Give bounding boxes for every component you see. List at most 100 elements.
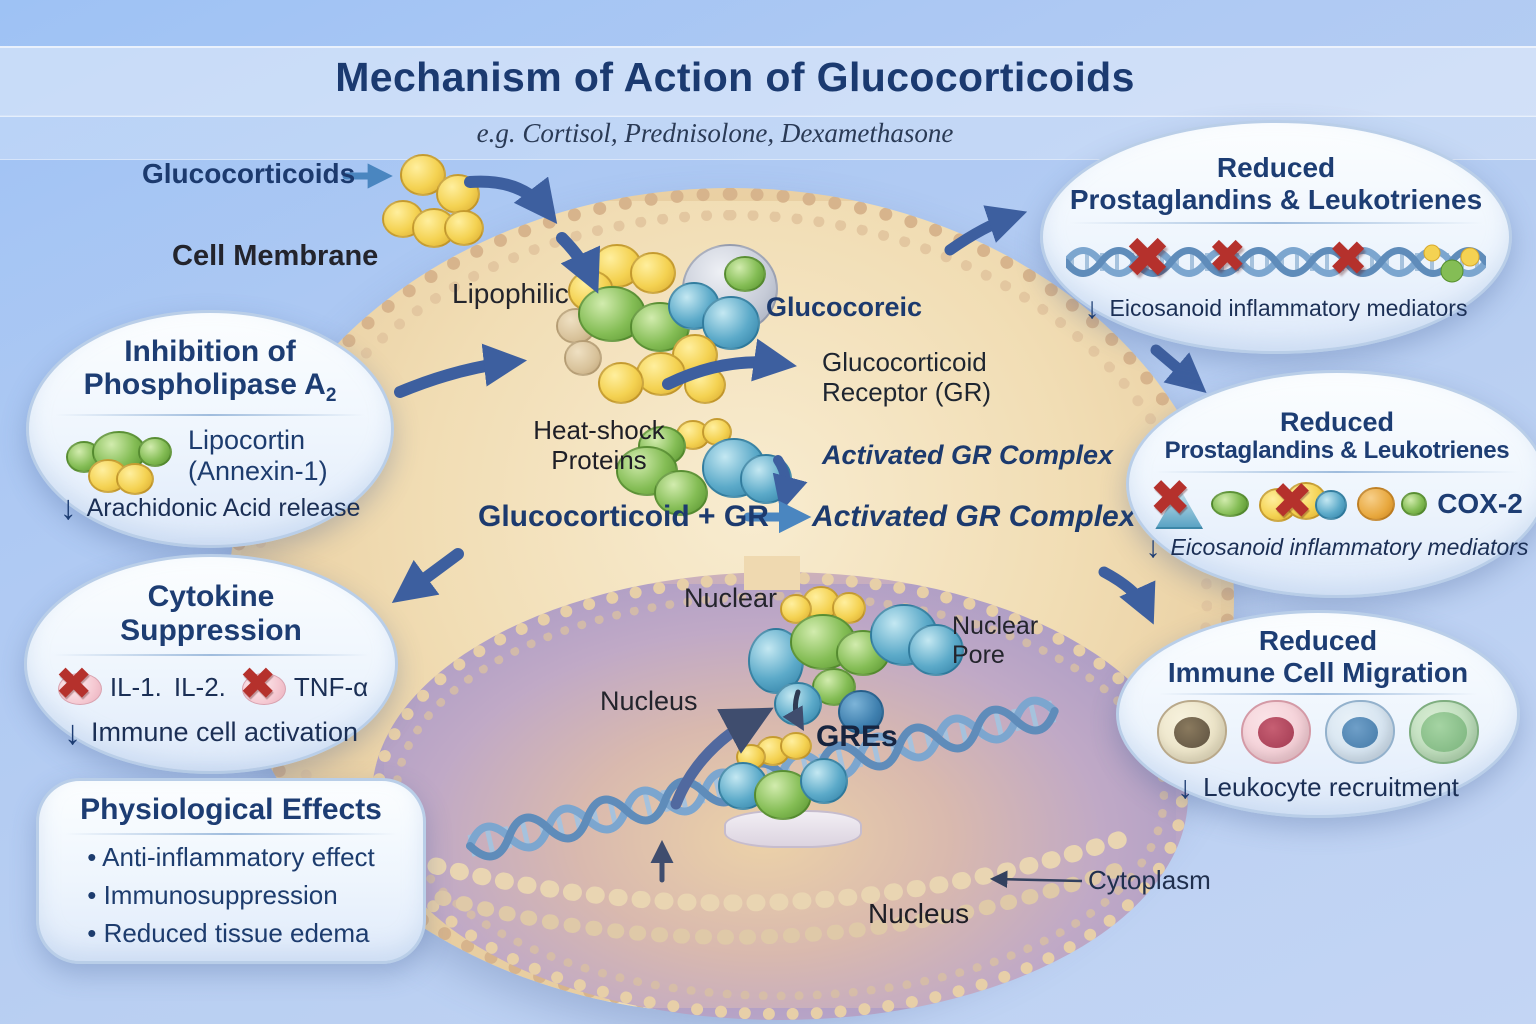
cross-glyph: ✖ [54,657,93,711]
red-cross-icon: ✖ [1208,229,1247,284]
blob [780,732,812,760]
blob [444,210,484,246]
label-cell-membrane: Cell Membrane [172,240,379,272]
blob [1401,492,1428,517]
diagram-title: Mechanism of Action of Glucocorticoids [335,54,1135,100]
label-nucleus-bottom: Nucleus [868,898,970,929]
blob [800,758,848,804]
blob [724,256,766,292]
effect-item: Immunosuppression [87,880,338,911]
divider [53,654,369,657]
label-equation-right: Activated GR Complex [812,500,1136,533]
blob [684,366,726,404]
down-arrow-icon: ↓ [59,488,77,527]
leukocyte-icon [1157,700,1227,765]
gr-complex-at-nuclear-pore-illustration [748,586,964,736]
immune-activation-label: Immune cell activation [90,717,359,748]
callout-title-line2: Prostaglandins & Leukotrienes [1069,183,1483,215]
dna-strand [1066,244,1486,283]
callout-title: Physiological Effects [80,792,382,826]
label-nuclear-pore: Nuclear Pore [952,612,1039,669]
cytokine-blob [57,673,102,706]
leukocyte-icon [1409,700,1479,765]
down-arrow-icon: ↓ [1177,769,1194,806]
callout-title-line2: Prostaglandins & Leukotrienes [1164,437,1510,465]
label-activated-gr-complex: Activated GR Complex [822,440,1114,470]
blob [774,682,822,726]
callout-cytokine-suppression: Cytokine Suppression ✖ IL-1. IL-2. ✖ TNF… [24,554,398,774]
cox2-label: COX-2 [1437,488,1523,520]
blob [630,252,676,294]
leukocyte-icon [1325,700,1395,765]
label-gres: GREs [816,720,898,753]
blob [636,352,686,396]
callout-title-line2: Immune Cell Migration [1167,656,1469,688]
callout-inhibition-phospholipase: Inhibition of Phospholipase A2 Lipocorti… [26,310,394,548]
crossed-complex-icon: ✖ [1255,476,1351,528]
callout-reduced-prostaglandins-1: Reduced Prostaglandins & Leukotrienes ✖ … [1040,120,1512,354]
blob [116,462,154,495]
effect-item: Reduced tissue edema [87,918,370,949]
down-arrow-icon: ↓ [1145,531,1161,565]
callout-reduced-prostaglandins-2: Reduced Prostaglandins & Leukotrienes ✖ … [1126,370,1536,598]
crossed-dna-icon: ✖ ✖ ✖ [1066,231,1486,293]
red-cross-icon: ✖ [1271,472,1314,531]
blob [740,454,792,504]
label-glucocorticoids: Glucocorticoids [142,158,356,189]
divider [1155,471,1519,474]
divider [1159,693,1477,696]
arachidonic-label: Arachidonic Acid release [86,493,361,522]
callout-title: Inhibition of Phospholipase A2 [60,335,360,407]
callout-title: Cytokine Suppression [120,579,302,647]
divider [65,833,397,836]
blob [1211,491,1250,518]
blob [1315,490,1348,521]
gr-hsp-complex-illustration [556,244,781,419]
label-heat-shock-proteins: Heat-shock Proteins [533,415,665,475]
down-arrow-icon: ↓ [63,713,81,752]
callout-title-line1: Reduced [1258,624,1378,656]
label-equation-left: Glucocorticoid + GR [478,500,769,533]
label-nuclear: Nuclear [684,583,778,613]
effects-list: Anti-inflammatory effect Immunosuppressi… [87,842,375,949]
cytokine-blob [241,673,286,706]
leukocyte-icon [1241,700,1311,765]
cytokine-il1: IL-1. [109,671,162,702]
red-cross-icon: ✖ [54,661,104,709]
callout-title-line1: Reduced [1216,151,1336,183]
down-arrow-icon: ↓ [1084,292,1100,326]
eicosanoid-label: Eicosanoid inflammatory mediators [1109,295,1468,322]
blob [1357,487,1396,522]
blob [138,436,172,467]
divider [55,413,365,416]
cross-glyph: ✖ [238,657,277,711]
blob [654,470,708,516]
label-nucleus: Nucleus [600,686,698,716]
blob [564,340,602,376]
callout-title-text: Inhibition of Phospholipase A [83,334,326,402]
blob [908,624,964,676]
callout-reduced-immune-migration: Reduced Immune Cell Migration ↓ Leukocyt… [1116,610,1520,818]
nuclear-membrane-gap [744,556,800,590]
cytokine-tnf: TNF-α [293,671,369,702]
divider [1069,222,1483,225]
glucocorticoid-molecules-illustration [382,152,492,252]
arrow-to-right-box-2 [1150,344,1207,393]
title-band [0,46,1536,117]
red-cross-icon: ✖ [1328,231,1369,288]
lipocortin-label: Lipocortin (Annexin-1) [188,424,328,486]
red-cross-icon: ✖ [1124,226,1171,292]
effect-item: Anti-inflammatory effect [87,842,375,873]
callout-title-subscript: 2 [325,385,337,407]
callout-title-line1: Reduced [1279,406,1395,437]
label-glucocoreic: Glucocoreic [766,292,923,322]
callout-physiological-effects: Physiological Effects Anti-inflammatory … [36,778,426,964]
diagram-subtitle: e.g. Cortisol, Prednisolone, Dexamethaso… [476,118,954,148]
crossed-enzyme-icon: ✖ [1149,473,1205,530]
lipocortin-icon [66,425,178,495]
leukocyte-recruitment-label: Leukocyte recruitment [1203,772,1459,803]
cytokine-il2: IL-2. [173,671,226,702]
red-cross-icon: ✖ [1149,469,1192,528]
label-gr-receptor: Glucocorticoid Receptor (GR) [822,347,992,407]
